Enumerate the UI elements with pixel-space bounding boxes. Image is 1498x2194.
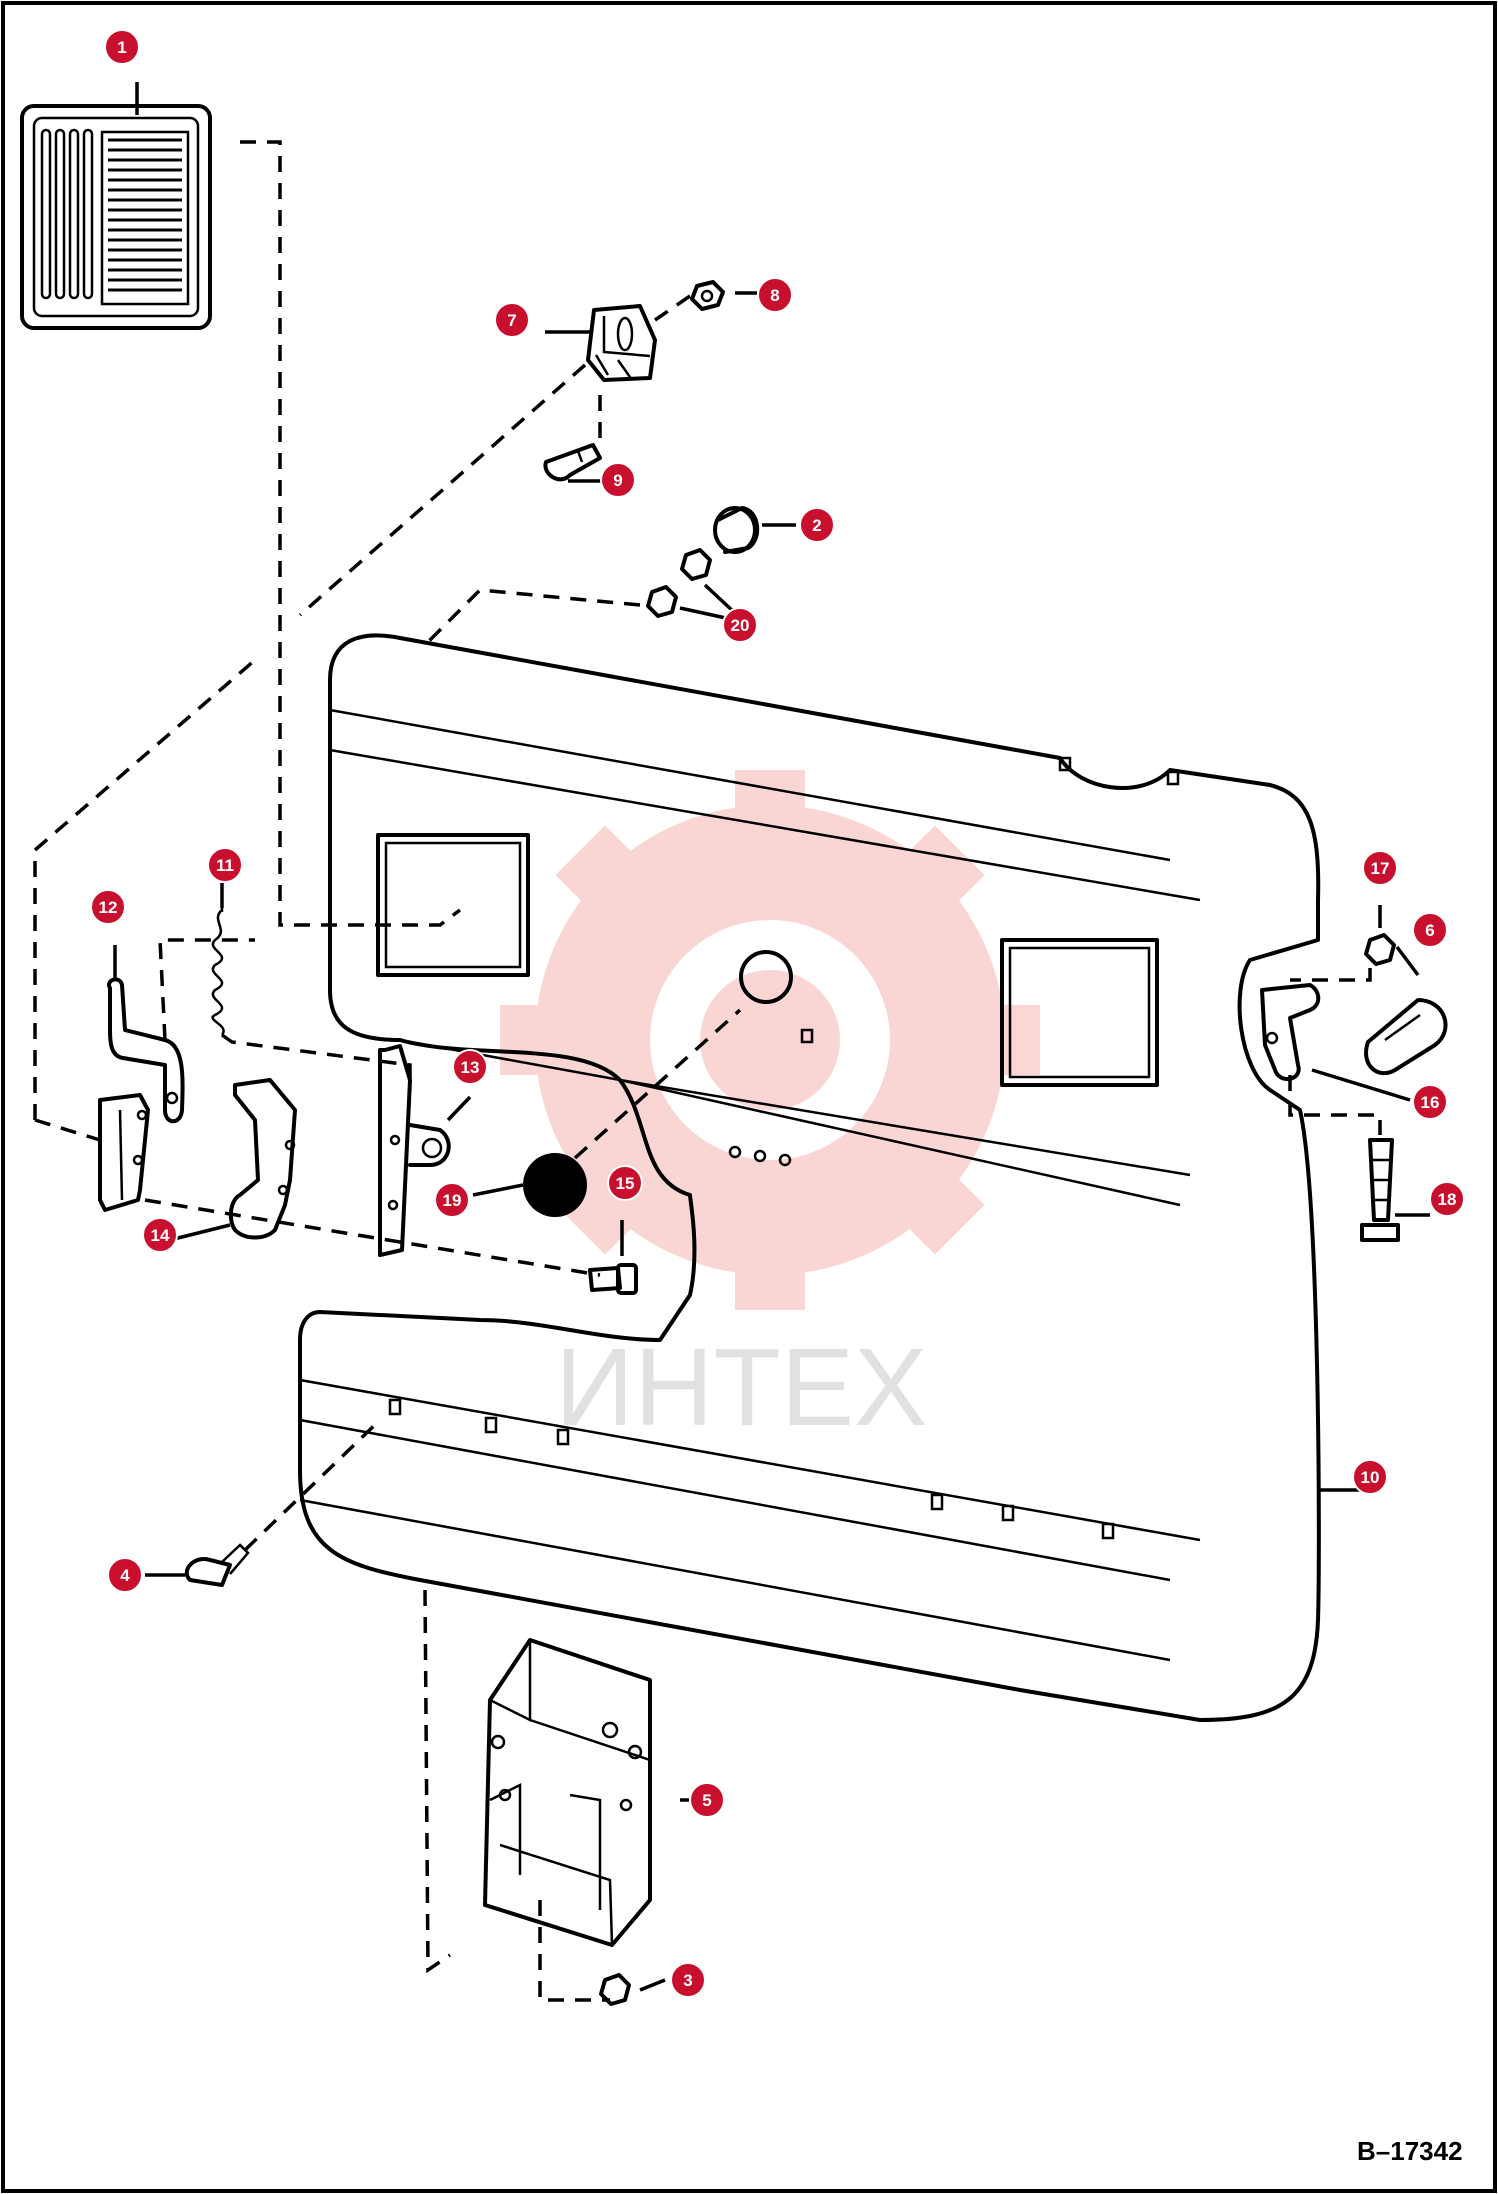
callout-label: 16: [1421, 1093, 1440, 1112]
callout-marker: [1412, 1084, 1448, 1120]
callout-label: 5: [702, 1791, 711, 1810]
callout-marker: [494, 302, 530, 338]
part-pin: [1360, 1138, 1400, 1242]
callout-marker: [607, 1165, 643, 1201]
figure-reference: B–17342: [1357, 2136, 1463, 2166]
callout-marker: [757, 277, 793, 313]
callout-12: 12: [90, 889, 126, 925]
callout-1: 1: [104, 29, 140, 65]
callout-4: 4: [107, 1557, 143, 1593]
callout-marker: [722, 607, 758, 643]
part-latch-plate-center: [228, 1078, 297, 1240]
callout-label: 11: [216, 856, 234, 875]
callout-marker: [1429, 1181, 1465, 1217]
callout-label: 19: [443, 1191, 462, 1210]
watermark-text: ИНТЕХ: [555, 1326, 927, 1449]
callout-label: 15: [616, 1174, 635, 1193]
callout-label: 2: [812, 516, 821, 535]
callout-label: 4: [120, 1566, 130, 1585]
callout-marker: [452, 1049, 488, 1085]
part-plug: [523, 1153, 587, 1217]
callout-marker: [434, 1182, 470, 1218]
part-rear-panel: [298, 633, 1321, 1722]
part-bolt-4: [184, 1543, 250, 1587]
callout-label: 13: [461, 1058, 480, 1077]
callout-marker: [1352, 1459, 1388, 1495]
callout-20: 20: [722, 607, 758, 643]
callout-9: 9: [600, 462, 636, 498]
callout-label: 3: [683, 1971, 692, 1990]
callout-6: 6: [1412, 912, 1448, 948]
callout-label: 8: [770, 286, 779, 305]
callout-label: 6: [1425, 921, 1434, 940]
callout-15: 15: [607, 1165, 643, 1201]
part-mount-box: [483, 1638, 652, 1947]
callout-marker: [1362, 850, 1398, 886]
callout-19: 19: [434, 1182, 470, 1218]
part-latch-plate-left: [98, 1093, 150, 1212]
callout-marker: [1412, 912, 1448, 948]
callout-label: 1: [117, 38, 126, 57]
part-latch-plate-right: [378, 1044, 451, 1257]
part-nut-3: [599, 1973, 631, 2006]
callout-7: 7: [494, 302, 530, 338]
callout-14: 14: [142, 1217, 178, 1253]
part-latch-arm: [107, 977, 185, 1124]
part-bolt-15: [588, 1263, 638, 1295]
callout-16: 16: [1412, 1084, 1448, 1120]
part-bumper-nuts: [646, 506, 760, 618]
callout-10: 10: [1352, 1459, 1388, 1495]
callout-marker: [799, 507, 835, 543]
callout-marker: [670, 1962, 706, 1998]
callout-label: 18: [1438, 1190, 1457, 1209]
callout-18: 18: [1429, 1181, 1465, 1217]
callout-3: 3: [670, 1962, 706, 1998]
callout-label: 12: [99, 898, 118, 917]
callout-marker: [90, 889, 126, 925]
callout-17: 17: [1362, 850, 1398, 886]
callout-marker: [107, 1557, 143, 1593]
callout-8: 8: [757, 277, 793, 313]
part-latch-bracket: [586, 304, 657, 382]
callout-label: 14: [151, 1226, 170, 1245]
callout-5: 5: [689, 1782, 725, 1818]
callout-marker: [104, 29, 140, 65]
callout-13: 13: [452, 1049, 488, 1085]
part-grille: [20, 104, 212, 330]
watermark: [500, 770, 1040, 1310]
callout-label: 20: [731, 616, 750, 635]
callout-label: 9: [613, 471, 622, 490]
callout-11: 11: [207, 847, 243, 883]
callout-marker: [689, 1782, 725, 1818]
callout-marker: [207, 847, 243, 883]
callout-label: 10: [1361, 1468, 1380, 1487]
callout-2: 2: [799, 507, 835, 543]
callout-label: 7: [507, 311, 516, 330]
part-hinge-bracket: [1260, 933, 1448, 1081]
callout-label: 17: [1371, 859, 1390, 878]
callout-marker: [600, 462, 636, 498]
callout-marker: [142, 1217, 178, 1253]
